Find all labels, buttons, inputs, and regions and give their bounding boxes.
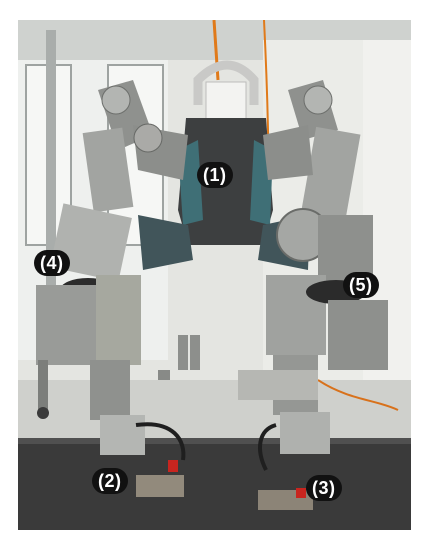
callout-5: (5) xyxy=(343,272,379,298)
callout-1: (1) xyxy=(197,162,233,188)
callout-2: (2) xyxy=(92,468,128,494)
callout-3: (3) xyxy=(306,475,342,501)
exoskeleton-photo xyxy=(18,20,411,530)
callout-4: (4) xyxy=(34,250,70,276)
exoskeleton-illustration xyxy=(18,20,411,530)
